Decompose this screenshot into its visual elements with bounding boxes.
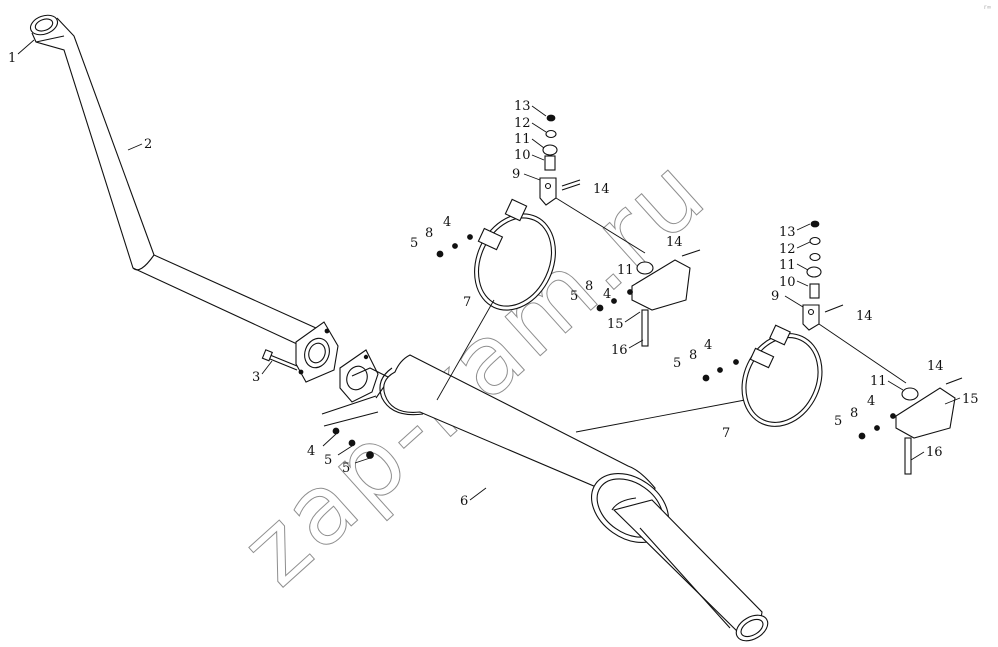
callout-12-front: 12: [514, 116, 531, 131]
front-clamp: [474, 198, 556, 311]
callout-7-front: 7: [463, 295, 471, 310]
callout-9-front: 9: [512, 167, 520, 182]
callout-4-inlet: 4: [307, 444, 315, 459]
callout-1: 1: [8, 51, 16, 66]
clamp-7-leader-front: [436, 299, 495, 401]
callout-13-front: 13: [514, 99, 531, 114]
callout-4-rear-clamp: 4: [704, 338, 712, 353]
callout-4-front-clamp: 4: [443, 215, 451, 230]
callout-5-front-clamp: 5: [410, 236, 418, 251]
front-hanger-upper: [539, 114, 646, 254]
callout-15-rear: 15: [962, 392, 979, 407]
callout-14-rear-upper: 14: [856, 309, 873, 324]
muffler: [321, 354, 769, 642]
rear-hanger-upper: [802, 220, 907, 384]
rear-hanger-lower: [858, 377, 963, 475]
callout-16-rear: 16: [926, 445, 943, 460]
callout-4-front-lower: 4: [603, 287, 611, 302]
clamp-7-leader: [575, 399, 746, 433]
corner-mark: r∞: [984, 4, 991, 11]
callout-5-inlet-a: 5: [324, 453, 332, 468]
callout-15-front: 15: [607, 317, 624, 332]
callout-11-front-lower: 11: [617, 263, 634, 278]
callout-4-rear-lower: 4: [867, 394, 875, 409]
callout-11-rear: 11: [779, 258, 796, 273]
callout-8-rear-lower: 8: [850, 406, 858, 421]
front-clamp-fasteners: [436, 234, 473, 258]
fastener-set-inlet: [322, 427, 374, 464]
callout-12-rear: 12: [779, 242, 796, 257]
callout-3: 3: [252, 370, 260, 385]
callout-2: 2: [144, 137, 152, 152]
rear-clamp-fasteners: [702, 359, 739, 382]
pipe-flange-rear: [339, 349, 379, 403]
rear-clamp: [741, 324, 823, 427]
callout-8-rear-clamp: 8: [689, 348, 697, 363]
front-hanger-lower: [596, 249, 701, 347]
callout-5-inlet-b: 5: [342, 461, 350, 476]
callout-14-front-lower: 14: [666, 235, 683, 250]
front-pipe: [29, 14, 317, 345]
callout-14-front-upper: 14: [593, 182, 610, 197]
callout-10-rear: 10: [779, 275, 796, 290]
callout-5-rear-lower: 5: [834, 414, 842, 429]
callout-9-rear: 9: [771, 289, 779, 304]
callout-5-front-lower: 5: [570, 289, 578, 304]
bolt-3: [261, 349, 298, 371]
callout-11-front: 11: [514, 132, 531, 147]
callout-7-rear: 7: [722, 426, 730, 441]
callouts: 1 2 3 4 5 5 6 5 8 4 7 13 12 11 10 9 14 1…: [8, 39, 979, 509]
callout-10-front: 10: [514, 148, 531, 163]
pipe-flange-front: [295, 321, 339, 383]
callout-8-front-clamp: 8: [425, 226, 433, 241]
callout-6: 6: [460, 494, 468, 509]
callout-16-front: 16: [611, 343, 628, 358]
callout-8-front-lower: 8: [585, 279, 593, 294]
callout-5-rear-clamp: 5: [673, 356, 681, 371]
callout-14-rear-lower: 14: [927, 359, 944, 374]
callout-11-rear-lower: 11: [870, 374, 887, 389]
callout-13-rear: 13: [779, 225, 796, 240]
